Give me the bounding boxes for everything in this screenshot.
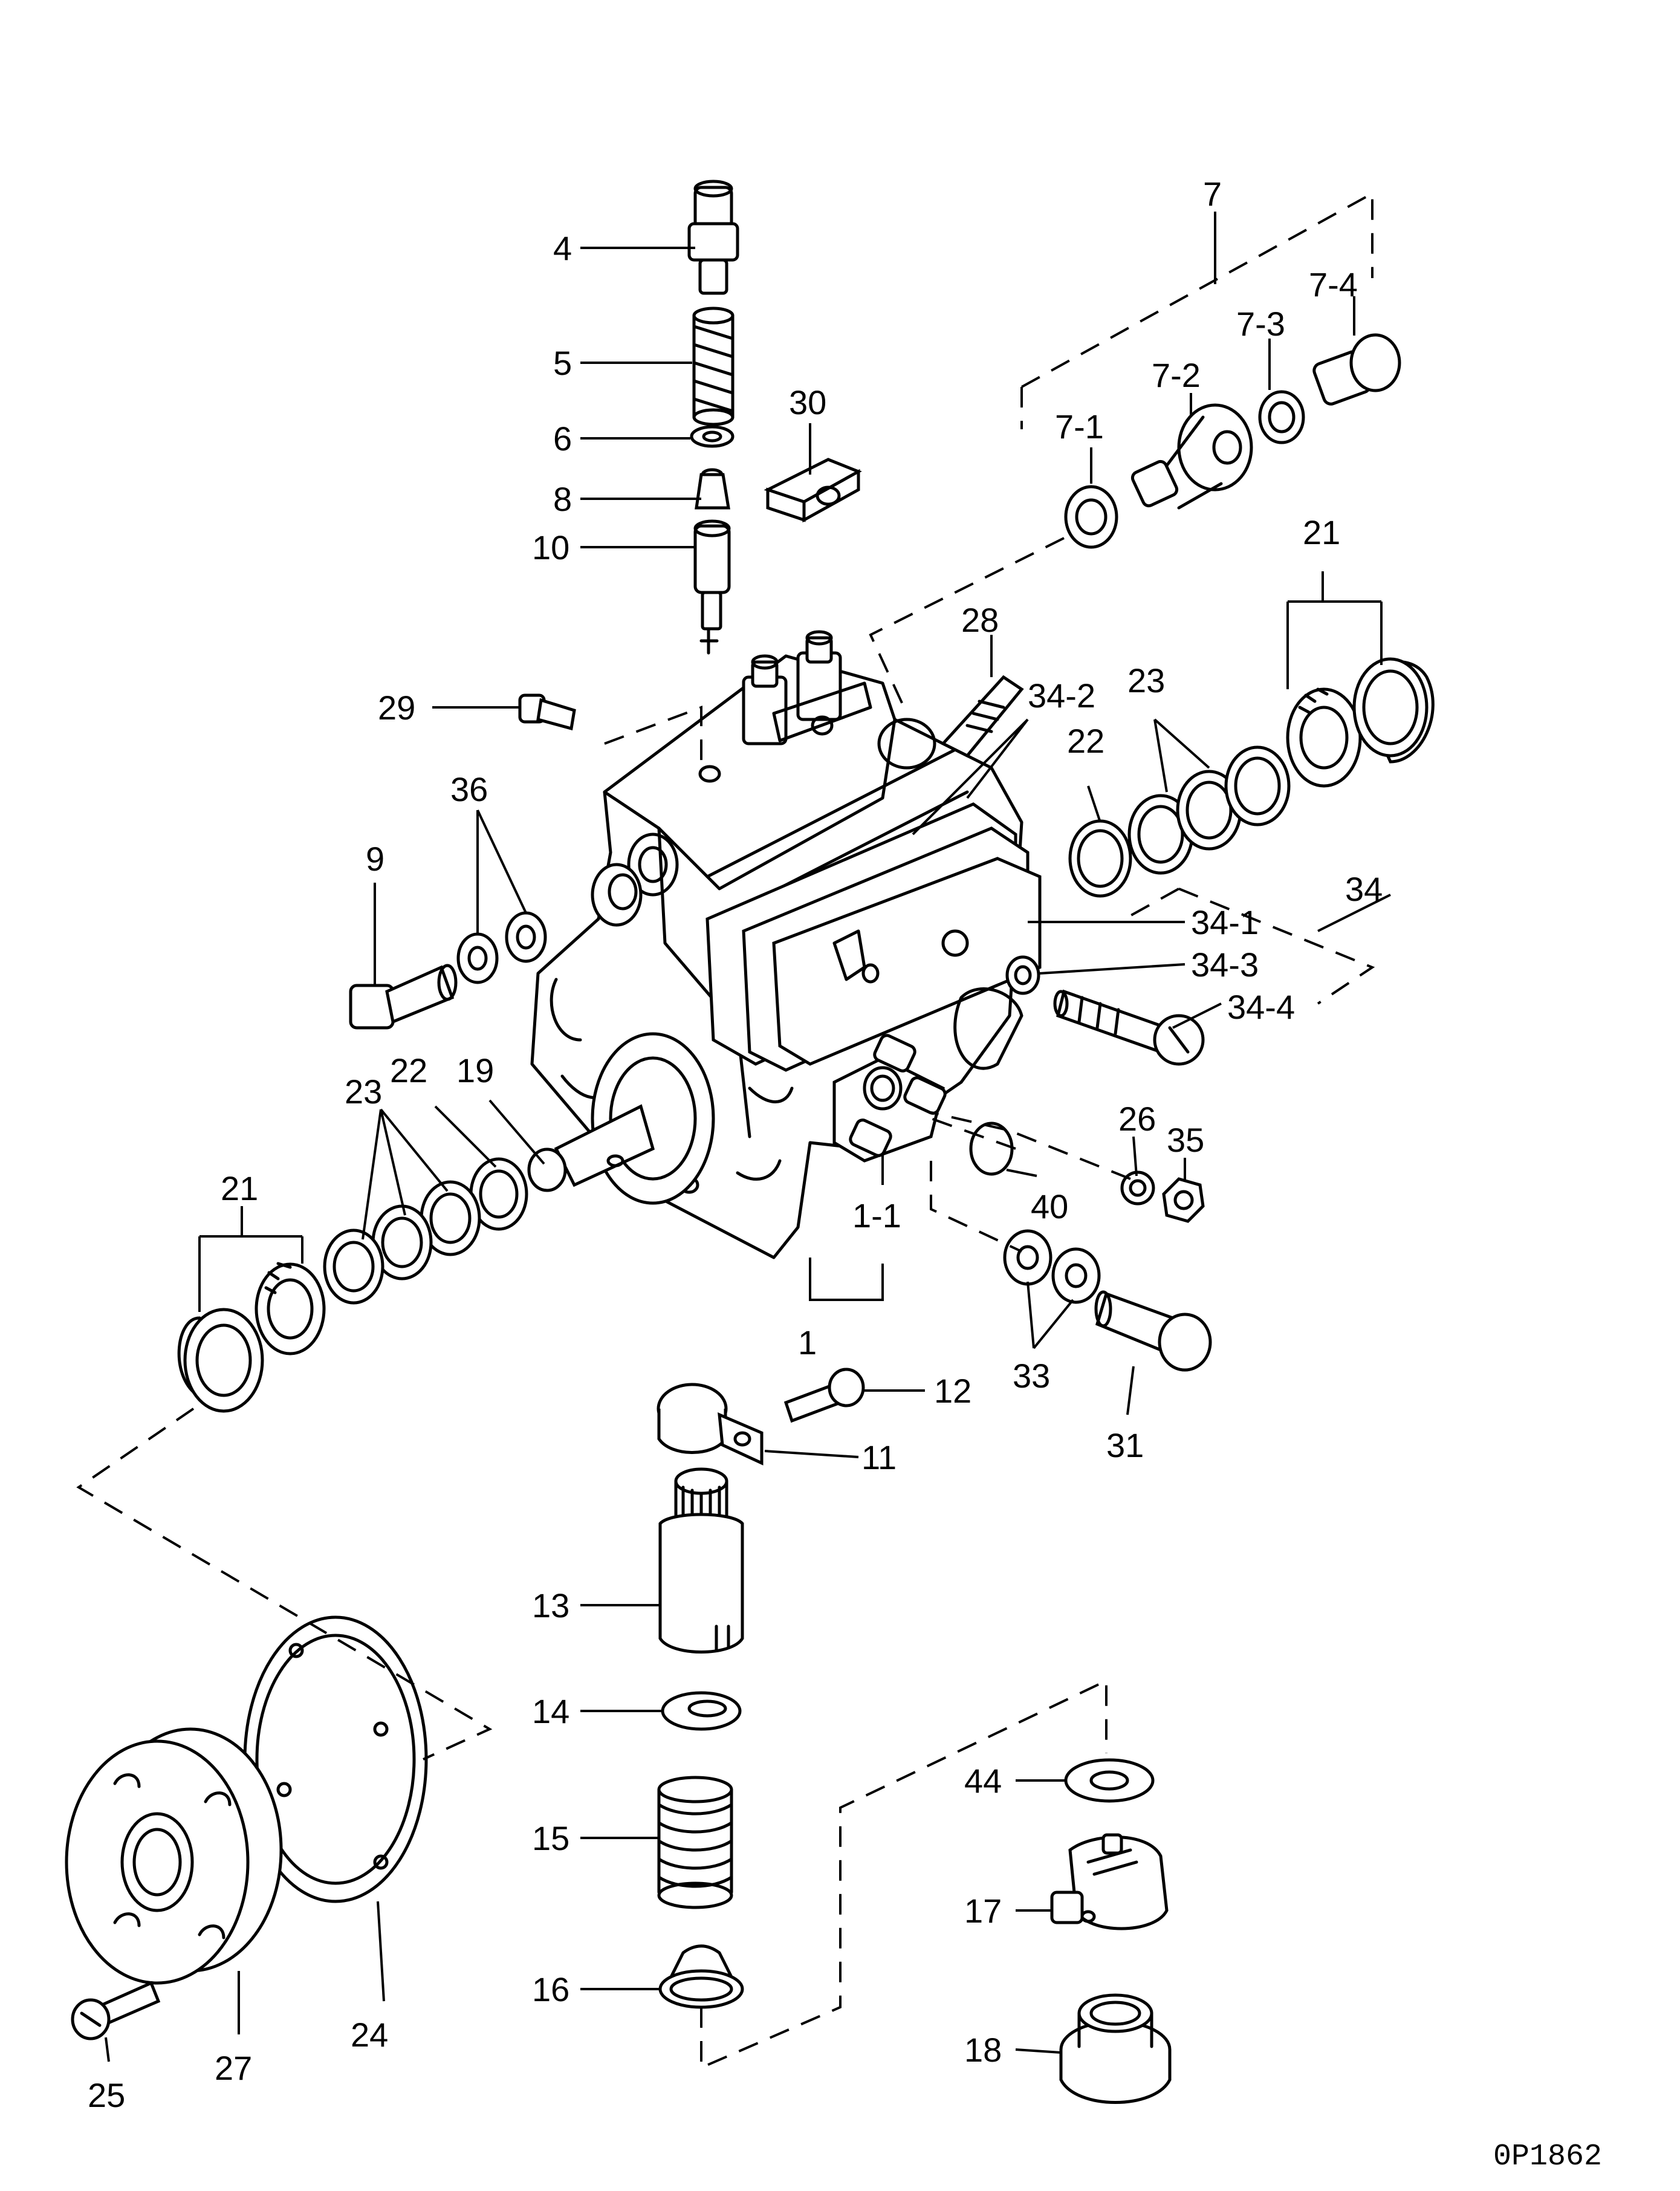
washer-44 (1064, 1758, 1155, 1803)
label-9: 9 (366, 840, 384, 878)
label-7-1: 7-1 (1055, 407, 1104, 446)
banjo-bolt-9 (349, 964, 458, 1030)
label-22-left: 22 (390, 1051, 427, 1089)
nut-35 (1162, 1177, 1205, 1223)
plunger-barrel (693, 519, 731, 655)
label-36: 36 (450, 770, 488, 808)
shims-23-right (1127, 745, 1291, 875)
lever-28 (940, 675, 1024, 758)
label-8: 8 (553, 480, 572, 518)
cover-plate-assembly (705, 802, 1042, 1072)
label-30: 30 (789, 383, 826, 421)
bearing-21-right (1286, 657, 1435, 788)
label-31: 31 (1106, 1426, 1144, 1464)
delivery-valve-holder-part (687, 180, 739, 295)
label-24: 24 (351, 2016, 388, 2054)
delivery-valve-holders (742, 630, 872, 745)
sleeve-13 (658, 1467, 744, 1654)
part-7-4-plug (1312, 333, 1401, 406)
label-16: 16 (532, 1970, 569, 2008)
label-15: 15 (532, 1819, 569, 1857)
drive-shaft (527, 1032, 715, 1205)
valve-gasket (690, 425, 735, 448)
label-21-right: 21 (1303, 513, 1340, 551)
washers-33 (1003, 1229, 1101, 1304)
label-11: 11 (861, 1438, 897, 1476)
washers-36 (456, 911, 547, 984)
drawing-code: 0P1862 (1493, 2140, 1602, 2174)
label-29: 29 (378, 689, 415, 727)
label-27: 27 (215, 2049, 252, 2087)
seat-16 (658, 1944, 744, 2009)
part-7-2-body (1130, 403, 1253, 510)
label-19: 19 (456, 1051, 494, 1089)
screw-12 (783, 1368, 865, 1423)
label-5: 5 (553, 344, 572, 382)
fitting-left (591, 863, 643, 927)
banjo-bolt-31 (1094, 1290, 1212, 1372)
label-10: 10 (532, 528, 569, 566)
label-34-2: 34-2 (1028, 677, 1095, 715)
label-25: 25 (88, 2076, 125, 2114)
label-7-3: 7-3 (1236, 305, 1285, 343)
label-18: 18 (964, 2031, 1002, 2069)
label-34: 34 (1345, 870, 1383, 908)
control-sleeve-block (764, 458, 862, 523)
label-14: 14 (532, 1692, 569, 1730)
label-22-right: 22 (1067, 722, 1104, 760)
shim-22-right (1068, 819, 1132, 898)
label-1: 1 (798, 1323, 817, 1362)
label-28: 28 (961, 601, 999, 639)
collar-11 (657, 1383, 764, 1466)
label-40: 40 (1031, 1187, 1068, 1225)
leader-lines (105, 212, 1391, 2062)
label-1-1: 1-1 (852, 1196, 901, 1235)
feed-pump-fitting (832, 1034, 947, 1163)
washer-34-3 (1005, 955, 1040, 995)
screw-25 (71, 1981, 161, 2040)
plug-18 (1059, 1993, 1172, 2104)
part-7-3-washer (1258, 390, 1305, 444)
label-35: 35 (1167, 1121, 1204, 1159)
label-33: 33 (1013, 1357, 1050, 1395)
bearing-21-left (177, 1262, 326, 1413)
cover-27 (65, 1727, 283, 1985)
bolt-29 (518, 693, 576, 731)
governor-block-17 (1050, 1833, 1169, 1930)
label-26: 26 (1118, 1100, 1156, 1138)
label-7-2: 7-2 (1152, 356, 1201, 394)
label-7: 7 (1203, 175, 1222, 213)
part-labels: 4 5 6 8 10 30 7 7-1 7-2 7-3 7-4 21 28 29… (88, 175, 1602, 2174)
delivery-valve (695, 468, 730, 510)
spring-15 (657, 1776, 733, 1909)
label-4: 4 (553, 229, 572, 267)
label-21-left: 21 (221, 1169, 258, 1207)
valve-spring (692, 307, 735, 426)
assembly-lines (76, 191, 1375, 2070)
label-12: 12 (934, 1372, 971, 1410)
label-17: 17 (964, 1892, 1002, 1930)
washer-14 (661, 1691, 742, 1731)
label-23-right: 23 (1127, 661, 1165, 699)
label-34-1: 34-1 (1191, 903, 1259, 941)
o-ring-40 (969, 1121, 1014, 1176)
label-23-left: 23 (345, 1073, 382, 1111)
label-34-3: 34-3 (1191, 946, 1259, 984)
label-13: 13 (532, 1586, 569, 1625)
label-6: 6 (553, 420, 572, 458)
label-7-4: 7-4 (1309, 265, 1358, 303)
bolt-34-4 (1053, 989, 1205, 1066)
part-7-1-washer (1064, 485, 1118, 549)
label-34-4: 34-4 (1227, 988, 1295, 1026)
label-44: 44 (964, 1762, 1002, 1800)
washer-26 (1120, 1170, 1155, 1206)
